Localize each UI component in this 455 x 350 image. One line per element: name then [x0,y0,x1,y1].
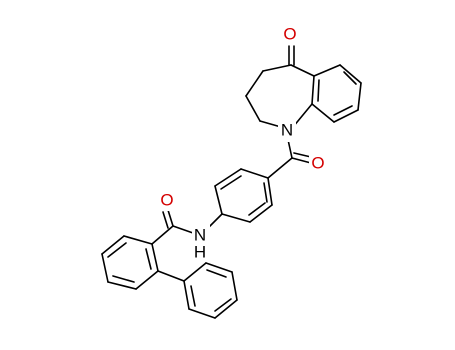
bond [333,109,359,123]
bond [293,152,312,158]
atom-labels: O N O O N H [159,23,327,262]
bond [172,225,194,234]
bond [231,271,238,301]
bond [290,64,315,77]
bond [267,157,293,179]
bond [339,64,362,84]
bond [249,204,273,223]
bond [262,64,292,72]
bond [162,211,169,229]
bond [214,299,238,319]
bond [151,225,174,245]
bond [311,103,335,123]
bond-double-inner [220,175,242,190]
bond [221,213,251,223]
bond [292,103,313,128]
bond [245,95,261,122]
bond-double-inner [214,298,232,312]
bond-double-inner [112,275,135,283]
bond [245,70,264,97]
bond [291,157,312,164]
bond-double-inner [206,269,227,278]
bond [267,177,273,206]
bond-double-inner [190,285,196,307]
amide-oxygen-label: O [160,191,173,210]
bond [101,235,125,255]
bond-lines [101,45,362,319]
bond-double-inner [263,182,268,203]
amide-hydrogen-label: H [194,243,206,262]
bond [205,262,233,273]
bond-double-inner [343,71,357,85]
bond [151,243,159,272]
ring-nitrogen-label: N [281,121,293,140]
bond [135,270,159,290]
bond [214,185,223,215]
bond [101,253,109,283]
bond [207,213,223,229]
bond [240,168,269,179]
bond [214,168,242,187]
bond [107,281,137,290]
bond-double-inner [333,105,353,116]
bond-double-inner [248,202,266,216]
carbonyl-oxygen-label: O [311,154,324,173]
bond [311,75,315,105]
bond [183,280,190,310]
bond-double-inner [317,79,320,102]
bond-double-inner [107,242,127,258]
bond [157,270,185,282]
bond [259,120,282,128]
bond [123,235,153,245]
bond [188,308,216,319]
bond [357,82,362,111]
ketone-oxygen-label: O [283,25,296,44]
bond [313,64,341,77]
bond [183,262,207,282]
bond-double-inner [145,248,152,270]
amide-nitrogen-label: N [194,226,206,245]
bond [167,209,174,227]
